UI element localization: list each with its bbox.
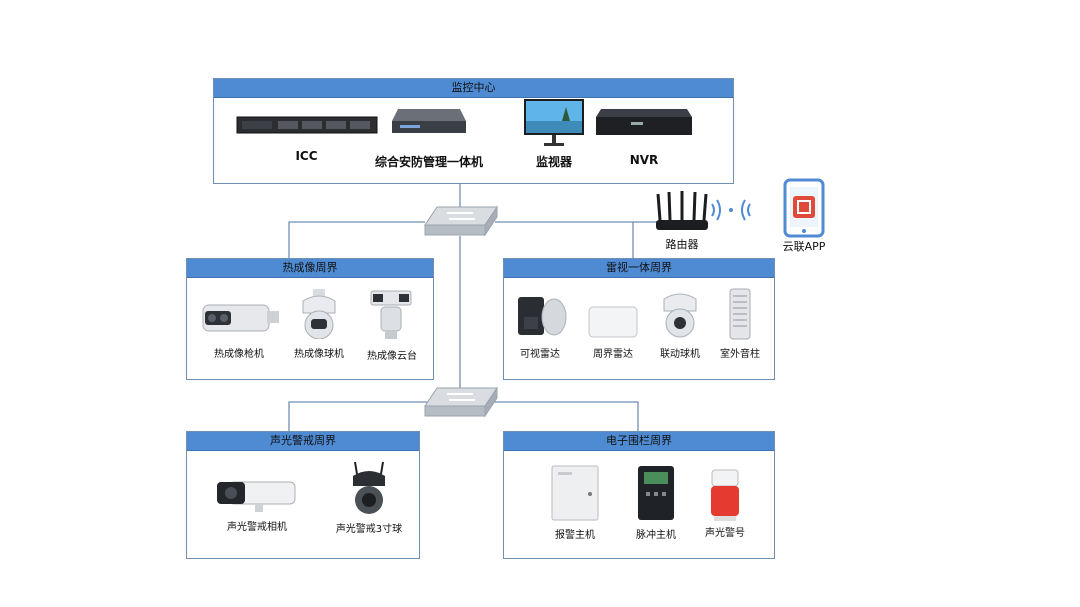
thermal-ptz-label: 热成像云台 <box>367 351 417 362</box>
pulse-host-device: 脉冲主机 <box>620 464 692 541</box>
ptz-dome-icon <box>663 293 697 338</box>
siren-label: 声光警号 <box>705 528 745 539</box>
radar-panel: 雷视一体周界 可视雷达 周界雷达 联动球机 室外音柱 <box>503 258 775 380</box>
thermal-bullet-device: 热成像枪机 <box>195 297 283 360</box>
alarm-dome-label: 声光警戒3寸球 <box>335 524 403 535</box>
alarm-host-label: 报警主机 <box>555 530 595 541</box>
sound-light-title: 声光警戒周界 <box>187 432 419 451</box>
nvr-label: NVR <box>629 153 659 167</box>
outdoor-speaker-label: 室外音柱 <box>720 349 760 360</box>
router-label: 路由器 <box>665 238 699 251</box>
visual-radar-label: 可视雷达 <box>520 349 560 360</box>
network-switch-icon <box>424 205 498 237</box>
integrated-security-device: 综合安防管理一体机 <box>364 103 494 170</box>
mobile-app-icon <box>783 178 825 238</box>
ptz-dome-icon <box>302 289 336 339</box>
router-icon <box>656 191 708 230</box>
yunlian-app-device: 云联APP <box>773 178 835 254</box>
siren-device: 声光警号 <box>694 468 756 539</box>
alarm-box-icon <box>551 465 599 521</box>
nvr-device: NVR <box>594 107 694 167</box>
thermal-title: 热成像周界 <box>187 259 433 278</box>
thermal-dome-label: 热成像球机 <box>294 349 344 360</box>
monitor-device: 监视器 <box>509 97 599 170</box>
monitor-center-title: 监控中心 <box>214 79 733 98</box>
bullet-camera-icon <box>202 304 279 332</box>
fence-panel: 电子围栏周界 报警主机 脉冲主机 声光警号 <box>503 431 775 559</box>
monitor-icon <box>524 99 584 146</box>
network-switch-icon <box>424 386 498 418</box>
outdoor-speaker-device: 室外音柱 <box>710 287 770 360</box>
pulse-host-label: 脉冲主机 <box>636 530 676 541</box>
thermal-dome-device: 热成像球机 <box>283 287 355 360</box>
thermal-ptz-device: 热成像云台 <box>353 289 431 362</box>
fence-title: 电子围栏周界 <box>504 432 774 451</box>
ptz-dome-icon <box>353 461 385 514</box>
alarm-dome-device: 声光警戒3寸球 <box>329 460 409 535</box>
bullet-camera-icon <box>217 481 296 512</box>
appliance-box-icon <box>392 109 466 133</box>
icc-device: ICC <box>234 115 379 163</box>
yunlian-app-label: 云联APP <box>782 240 826 253</box>
linkage-dome-label: 联动球机 <box>660 349 700 360</box>
perimeter-radar-label: 周界雷达 <box>593 349 633 360</box>
wifi-signal-icon <box>711 199 751 221</box>
ptz-platform-icon <box>370 290 412 339</box>
monitor-label: 监视器 <box>535 155 572 169</box>
pulse-host-icon <box>638 466 674 520</box>
router-device: 路由器 <box>652 190 712 252</box>
thermal-bullet-label: 热成像枪机 <box>214 349 264 360</box>
visual-radar-device: 可视雷达 <box>508 293 572 360</box>
visual-radar-icon <box>518 297 567 336</box>
monitor-center-panel: 监控中心 ICC 综合安防管理一体机 监视器 <box>213 78 734 184</box>
icc-label: ICC <box>295 149 318 163</box>
siren-icon <box>711 469 739 521</box>
alarm-camera-label: 声光警戒相机 <box>227 522 287 533</box>
alarm-camera-device: 声光警戒相机 <box>207 476 307 533</box>
thermal-panel: 热成像周界 热成像枪机 热成像球机 热成像云台 <box>186 258 434 380</box>
alarm-host-device: 报警主机 <box>540 464 610 541</box>
speaker-column-icon <box>729 288 751 340</box>
linkage-dome-device: 联动球机 <box>650 287 710 360</box>
nvr-icon <box>596 109 692 135</box>
radar-title: 雷视一体周界 <box>504 259 774 278</box>
perimeter-radar-icon <box>588 306 638 338</box>
sound-light-panel: 声光警戒周界 声光警戒相机 声光警戒3寸球 <box>186 431 420 559</box>
server-icon <box>236 116 377 134</box>
integrated-security-label: 综合安防管理一体机 <box>374 155 483 169</box>
perimeter-radar-device: 周界雷达 <box>576 305 650 360</box>
